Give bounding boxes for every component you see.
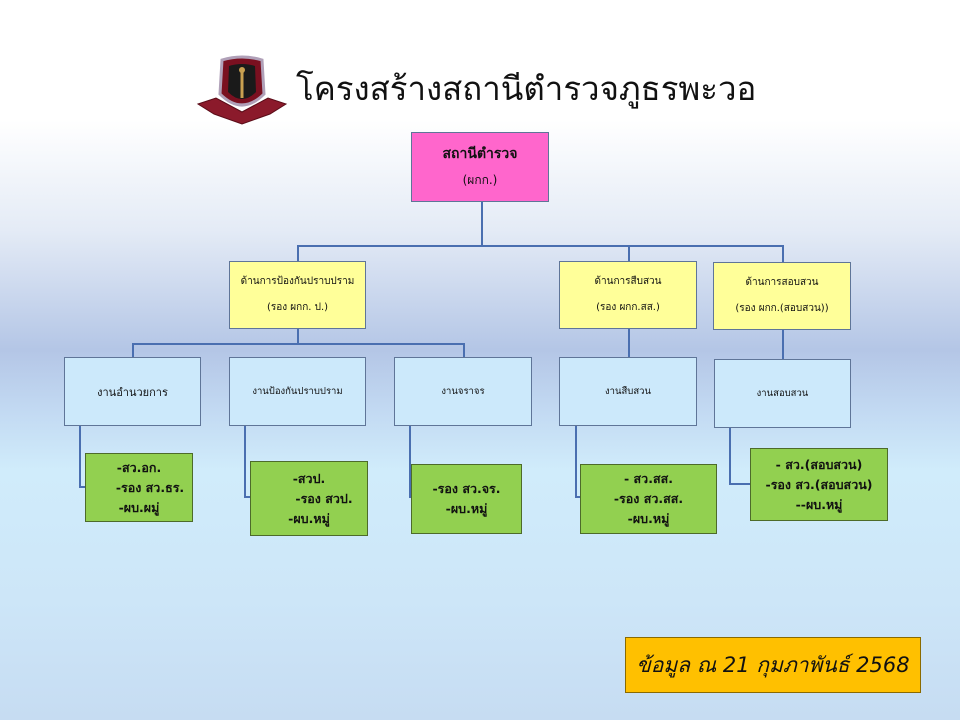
data-date-label: ข้อมูล ณ 21 กุมภาพันธ์ 2568 [625, 637, 921, 693]
staff-item: -สว.อก. [116, 459, 162, 475]
staff-list: -สวป. -รอง สวป. -ผบ.หมู่ [250, 461, 368, 536]
connector-line [297, 328, 299, 344]
staff-item: -รอง สว.จร. [432, 481, 501, 496]
node-title: งานจราจร [441, 386, 485, 397]
staff-item: -ผบ.หมู่ [445, 501, 488, 516]
connector-line [132, 343, 134, 357]
police-station-logo [196, 54, 288, 126]
staff-item: -รอง สว.สส. [613, 491, 684, 506]
staff-item: -ผบ.หมู่ [627, 511, 670, 526]
connector-line [79, 425, 81, 487]
connector-line [463, 343, 465, 357]
node-title: งานป้องกันปราบปราม [252, 386, 343, 397]
org-node-division-prevention: ด้านการป้องกันปราบปราม (รอง ผกก. ป.) [229, 261, 366, 329]
staff-item: --ผบ.หมู่ [795, 496, 843, 512]
org-node-unit: งานอำนวยการ [64, 357, 201, 426]
connector-line [575, 425, 577, 497]
staff-item: -ผบ.หมู่ [288, 510, 330, 526]
node-subtitle: (รอง ผกก. ป.) [266, 302, 329, 313]
org-node-unit: งานสอบสวน [714, 359, 851, 428]
node-subtitle: (ผกก.) [462, 173, 498, 187]
connector-line [729, 427, 731, 484]
connector-line [132, 343, 464, 345]
connector-line [244, 425, 246, 497]
connector-line [481, 201, 483, 247]
node-subtitle: (รอง ผกก.(สอบสวน)) [735, 303, 829, 314]
staff-list: -สว.อก. -รอง สว.ธร. -ผบ.ผมู่ [85, 453, 193, 522]
staff-item: -รอง สว.(สอบสวน) [765, 476, 873, 492]
staff-item: -รอง สว.ธร. [115, 479, 185, 495]
node-title: ด้านการป้องกันปราบปราม [240, 276, 355, 287]
staff-list: -รอง สว.จร. -ผบ.หมู่ [411, 464, 522, 534]
connector-line [628, 328, 630, 357]
org-node-station-chief: สถานีตำรวจ (ผกก.) [411, 132, 549, 202]
node-subtitle: (รอง ผกก.สส.) [596, 302, 660, 313]
connector-line [409, 496, 412, 498]
node-title: ด้านการสอบสวน [745, 277, 819, 288]
connector-line [244, 496, 251, 498]
connector-line [409, 425, 411, 497]
staff-list: - สว.สส. -รอง สว.สส. -ผบ.หมู่ [580, 464, 717, 534]
org-node-division-investigation: ด้านการสืบสวน (รอง ผกก.สส.) [559, 261, 697, 329]
node-title: งานสืบสวน [605, 386, 651, 397]
connector-line [297, 245, 299, 261]
org-node-unit: งานป้องกันปราบปราม [229, 357, 366, 426]
page-title: โครงสร้างสถานีตำรวจภูธรพะวอ [296, 69, 757, 108]
staff-item: - สว.สส. [624, 471, 673, 486]
connector-line [575, 496, 581, 498]
connector-line [297, 245, 783, 247]
connector-line [729, 483, 751, 485]
org-node-division-inquiry: ด้านการสอบสวน (รอง ผกก.(สอบสวน)) [713, 262, 851, 330]
node-title: งานสอบสวน [756, 388, 809, 399]
node-title: งานอำนวยการ [97, 385, 168, 399]
connector-line [628, 245, 630, 261]
staff-item: -รอง สวป. [295, 490, 353, 506]
staff-item: -ผบ.ผมู่ [118, 499, 160, 515]
node-title: สถานีตำรวจ [442, 146, 518, 162]
node-title: ด้านการสืบสวน [594, 276, 662, 287]
staff-item: - สว.(สอบสวน) [775, 456, 863, 472]
connector-line [782, 329, 784, 359]
staff-item: -สวป. [292, 470, 326, 486]
staff-list: - สว.(สอบสวน) -รอง สว.(สอบสวน) --ผบ.หมู่ [750, 448, 888, 521]
connector-line [782, 245, 784, 262]
connector-line [79, 486, 86, 488]
org-node-unit: งานจราจร [394, 357, 532, 426]
org-node-unit: งานสืบสวน [559, 357, 697, 426]
